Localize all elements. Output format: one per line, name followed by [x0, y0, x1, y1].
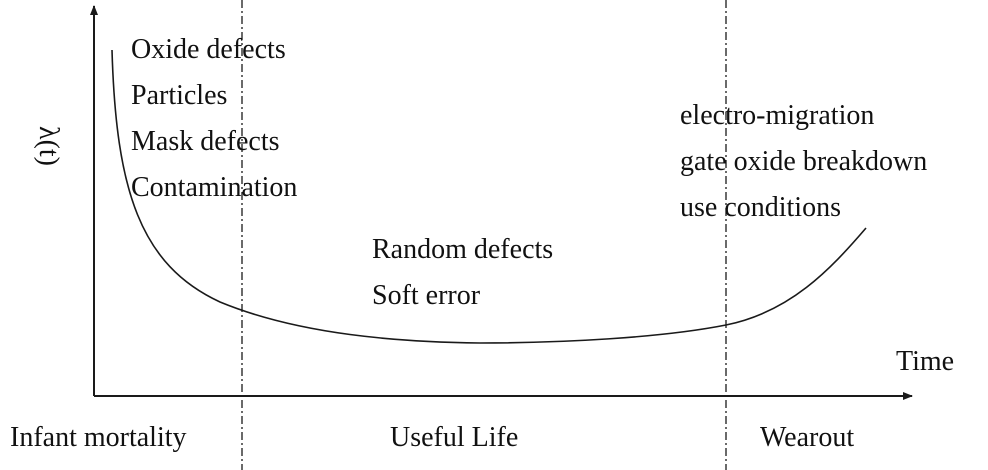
y-axis-label: λ(t): [33, 126, 64, 167]
infant-causes-list: Oxide defects Particles Mask defects Con…: [131, 27, 297, 211]
infant-cause-item: Oxide defects: [131, 34, 286, 65]
x-axis-label: Time: [896, 346, 955, 377]
infant-cause-item: Contamination: [131, 172, 298, 203]
useful-causes-list: Random defects Soft error: [372, 227, 553, 319]
wearout-cause-item: use conditions: [680, 192, 841, 223]
wearout-cause-item: electro-migration: [680, 100, 875, 131]
wearout-causes-list: electro-migration gate oxide breakdown u…: [680, 93, 927, 231]
wearout-cause-item: gate oxide breakdown: [680, 146, 928, 177]
useful-cause-item: Random defects: [372, 234, 554, 265]
region-label-infant-mortality: Infant mortality: [10, 422, 187, 453]
infant-cause-item: Mask defects: [131, 126, 280, 157]
failure-rate-curve: [111, 49, 867, 344]
useful-cause-item: Soft error: [372, 280, 481, 311]
region-label-useful-life: Useful Life: [390, 422, 519, 453]
region-label-wearout: Wearout: [760, 422, 855, 453]
infant-cause-item: Particles: [131, 80, 228, 111]
